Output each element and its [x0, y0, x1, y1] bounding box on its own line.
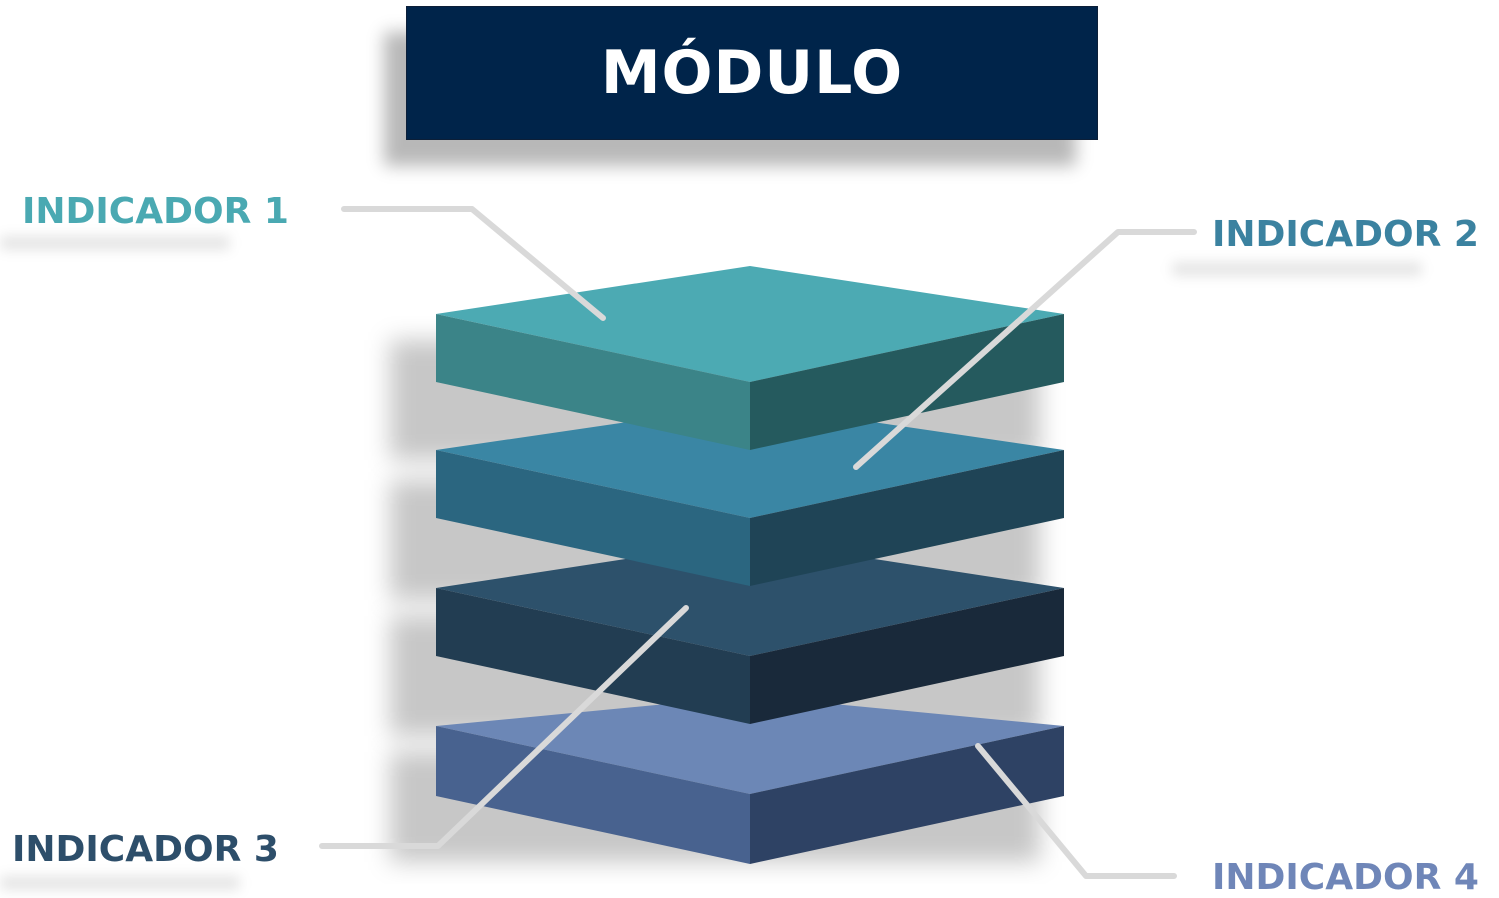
- layer-4: [436, 696, 1064, 864]
- layer-1-top-face: [436, 266, 1064, 382]
- connector-indicador-1: [341, 206, 606, 321]
- indicator-1-label: INDICADOR 1: [22, 191, 289, 232]
- indicator-3-label: INDICADOR 3: [12, 829, 279, 870]
- module-title: MÓDULO: [600, 38, 904, 108]
- connector-indicador-4: [975, 743, 1177, 879]
- label-3-shadow: [0, 876, 240, 890]
- layer-2-left-face: [436, 450, 750, 586]
- layer-3-right-face: [750, 588, 1064, 724]
- connector-indicador-2: [853, 229, 1197, 470]
- label-1-shadow: [0, 236, 230, 250]
- indicator-4-label: INDICADOR 4: [1212, 857, 1479, 898]
- label-2-shadow: [1172, 262, 1422, 276]
- layer-3-left-face: [436, 588, 750, 724]
- layer-3: [436, 540, 1064, 724]
- title-box: MÓDULO: [406, 6, 1098, 140]
- layer-2: [436, 404, 1064, 586]
- layer-4-right-face: [750, 726, 1064, 864]
- layer-4-top-face: [436, 696, 1064, 794]
- layer-1-left-face: [436, 314, 750, 450]
- connector-indicador-3: [319, 605, 689, 849]
- layer-3-top-face: [436, 540, 1064, 656]
- layer-4-left-face: [436, 726, 750, 864]
- indicator-2-label: INDICADOR 2: [1212, 214, 1479, 255]
- layer-2-top-face: [436, 404, 1064, 518]
- layer-2-right-face: [750, 450, 1064, 586]
- connector-lines: [319, 206, 1197, 879]
